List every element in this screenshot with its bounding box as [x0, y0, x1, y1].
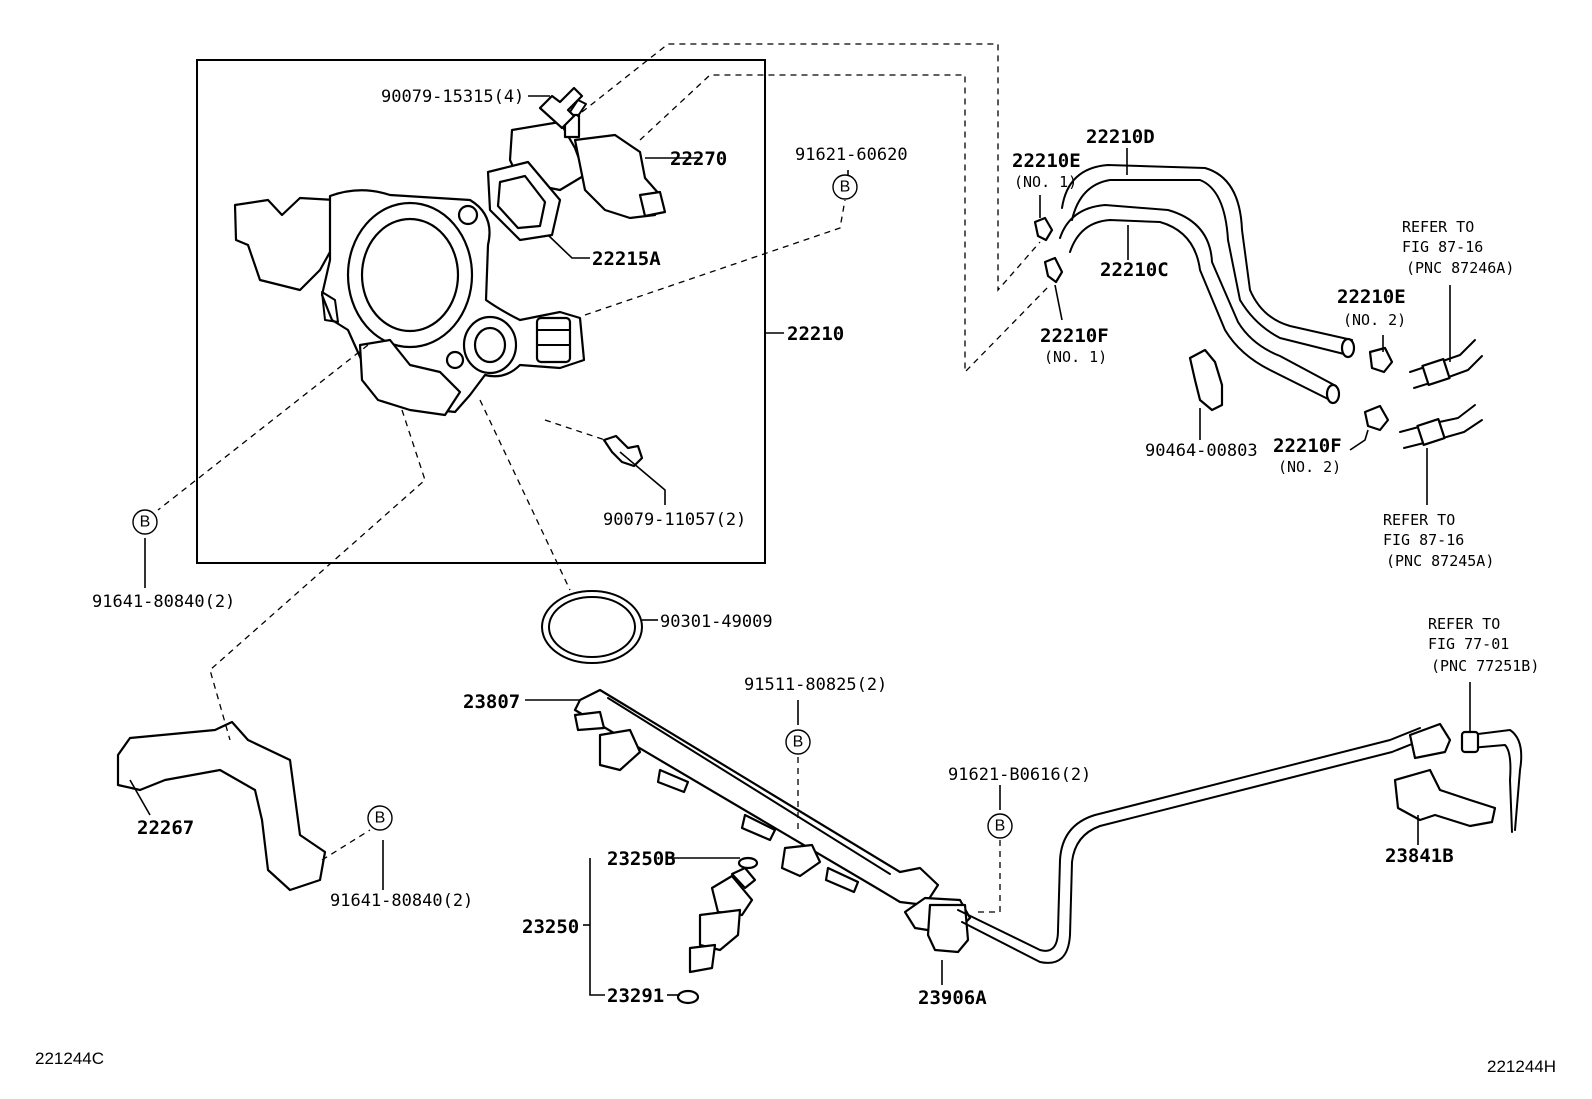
- svg-text:B: B: [995, 818, 1006, 835]
- part-label-91511-80825: 91511-80825(2): [744, 675, 887, 695]
- o-ring-drawing: [541, 590, 643, 664]
- ref-marker-b-4: B: [367, 805, 393, 831]
- svg-text:B: B: [840, 179, 851, 196]
- svg-text:(PNC 87245A): (PNC 87245A): [1386, 552, 1494, 570]
- part-label-22267: 22267: [137, 817, 194, 839]
- clamp-23841b-drawing: [1393, 768, 1497, 828]
- bolt-15315-drawing: [538, 86, 584, 130]
- fuel-pipe-connector-drawing: [1408, 722, 1452, 760]
- ref-marker-b-1: B: [832, 174, 858, 200]
- vacuum-hoses-drawing: [1059, 164, 1356, 405]
- part-label-22210c: 22210C: [1100, 259, 1169, 281]
- idle-control-valve-drawing: [486, 99, 667, 242]
- svg-text:B: B: [793, 734, 804, 751]
- part-label-23841b: 23841B: [1385, 845, 1454, 867]
- clip-22210f-no2-drawing: [1363, 404, 1390, 432]
- figure-code-left: 221244C: [35, 1049, 104, 1068]
- refer-pipes-drawing: [1399, 339, 1483, 449]
- part-label-90464-00803: 90464-00803: [1145, 441, 1258, 461]
- svg-text:REFER TO: REFER TO: [1428, 615, 1500, 633]
- svg-text:(PNC 77251B): (PNC 77251B): [1431, 657, 1539, 675]
- part-label-22210f-no1: 22210F: [1040, 325, 1109, 347]
- leader-lines: [129, 95, 1471, 996]
- part-label-22215a: 22215A: [592, 248, 661, 270]
- clip-22210e-no2-drawing: [1368, 346, 1394, 374]
- dashed-lines: [157, 43, 1051, 913]
- fuel-pipe-drawing: [957, 727, 1421, 952]
- part-label-23291: 23291: [607, 985, 664, 1007]
- part-label-91621-b0616: 91621-B0616(2): [948, 765, 1091, 785]
- svg-text:REFER TO: REFER TO: [1383, 511, 1455, 529]
- ref-marker-b-5: B: [987, 813, 1013, 839]
- clip-22210f-no1-drawing: [1043, 256, 1064, 284]
- note-no2-f: (NO. 2): [1278, 458, 1341, 476]
- part-label-23906a: 23906A: [918, 987, 987, 1009]
- svg-text:FIG 87-16: FIG 87-16: [1402, 238, 1483, 256]
- part-label-23250: 23250: [522, 916, 579, 938]
- svg-text:B: B: [375, 810, 386, 827]
- bracket-22267-drawing: [116, 720, 327, 892]
- pressure-regulator-drawing: [903, 896, 972, 954]
- svg-text:FIG 77-01: FIG 77-01: [1428, 635, 1509, 653]
- clip-22210e-no1-drawing: [1033, 216, 1054, 242]
- svg-text:B: B: [140, 514, 151, 531]
- part-label-22210: 22210: [787, 323, 844, 345]
- part-label-91621-60620: 91621-60620: [795, 145, 908, 165]
- part-label-90079-15315: 90079-15315(4): [381, 87, 524, 107]
- part-label-22210e-no1: 22210E: [1012, 150, 1081, 172]
- part-label-90079-11057: 90079-11057(2): [603, 510, 746, 530]
- fuel-rail-drawing: [573, 688, 940, 907]
- screw-11057-drawing: [602, 434, 644, 468]
- part-label-22210f-no2: 22210F: [1273, 435, 1342, 457]
- note-no1-e: (NO. 1): [1014, 173, 1077, 191]
- refer-note-87246a: REFER TO FIG 87-16 (PNC 87246A): [1402, 218, 1514, 277]
- ref-marker-b-2: B: [132, 509, 158, 535]
- part-label-22210e-no2: 22210E: [1337, 286, 1406, 308]
- svg-text:REFER TO: REFER TO: [1402, 218, 1474, 236]
- part-label-91641-80840-bottom: 91641-80840(2): [330, 891, 473, 911]
- refer-note-87245a: REFER TO FIG 87-16 (PNC 87245A): [1383, 511, 1494, 570]
- svg-text:FIG 87-16: FIG 87-16: [1383, 531, 1464, 549]
- svg-text:(PNC 87246A): (PNC 87246A): [1406, 259, 1514, 277]
- throttle-body-assembly-frame: [196, 59, 766, 564]
- injector-drawing: [676, 856, 759, 1005]
- figure-code-right: 221244H: [1487, 1057, 1556, 1076]
- part-label-22270: 22270: [670, 148, 727, 170]
- part-label-91641-80840-left: 91641-80840(2): [92, 592, 235, 612]
- refer-note-77251b: REFER TO FIG 77-01 (PNC 77251B): [1428, 615, 1539, 675]
- part-label-23807: 23807: [463, 691, 520, 713]
- throttle-body-drawing: [233, 189, 586, 417]
- part-label-90301-49009: 90301-49009: [660, 612, 773, 632]
- ref-marker-b-3: B: [785, 729, 811, 755]
- part-label-22210d: 22210D: [1086, 126, 1155, 148]
- note-no1-f: (NO. 1): [1044, 348, 1107, 366]
- clamp-90464-drawing: [1188, 348, 1224, 412]
- part-label-23250b: 23250B: [607, 848, 676, 870]
- fuel-hose-drawing: [1469, 729, 1523, 831]
- note-no2-e: (NO. 2): [1343, 311, 1406, 329]
